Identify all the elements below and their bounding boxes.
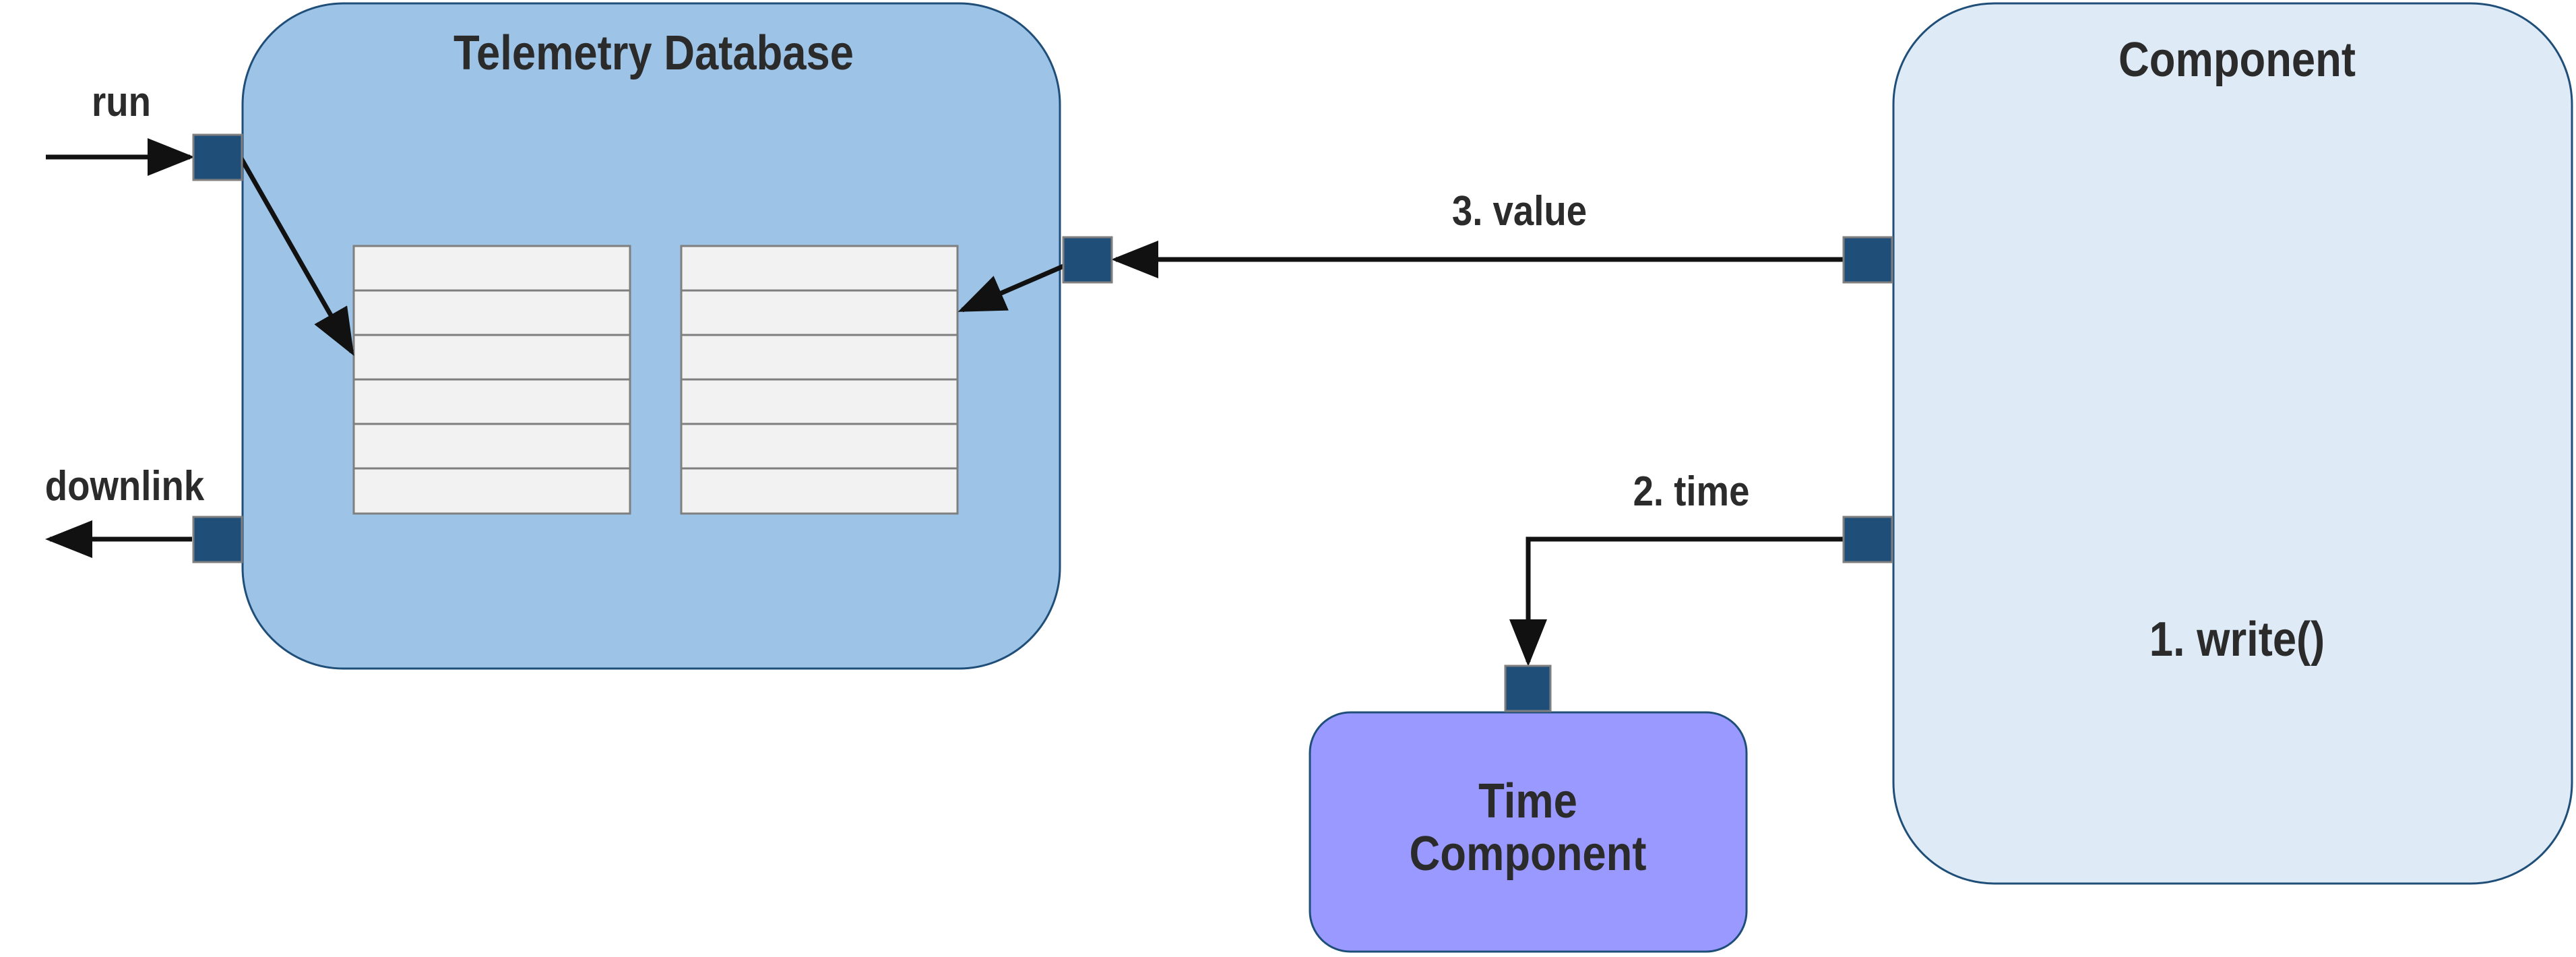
table-row [352,378,631,425]
table-row [352,289,631,336]
value-to-table-arrow [957,264,1065,313]
table-row [352,423,631,470]
time-component-title-line-2: Component [1409,827,1647,881]
telemetry-table-left [352,245,631,515]
run-port [192,133,243,181]
table-row [352,467,631,515]
time-component-port [1504,665,1552,712]
table-row [680,467,959,515]
time-component-title-line-1: Time [1478,774,1577,828]
component-box [1892,2,2573,885]
telemetry-database-title: Telemetry Database [453,26,854,80]
downlink-port [192,516,243,563]
component-method-label: 1. write() [2149,613,2325,667]
downlink-label: downlink [44,463,205,510]
time-arrow [1509,536,1844,667]
table-row [680,245,959,292]
table-row [352,245,631,292]
value-label: 3. value [1451,188,1588,235]
time-label: 2. time [1633,468,1750,515]
run-label: run [92,79,151,125]
table-row [680,289,959,336]
telemetry-table-right [680,245,959,515]
table-row [352,334,631,381]
component-time-port [1842,516,1893,563]
table-row [680,334,959,381]
run-to-table-arrow [239,157,354,357]
time-component-box [1309,711,1748,953]
value-input-port [1062,236,1113,284]
component-value-port [1842,236,1893,284]
table-row [680,378,959,425]
time-component-title: Time Component [1346,775,1710,880]
table-row [680,423,959,470]
component-title: Component [2118,33,2356,87]
